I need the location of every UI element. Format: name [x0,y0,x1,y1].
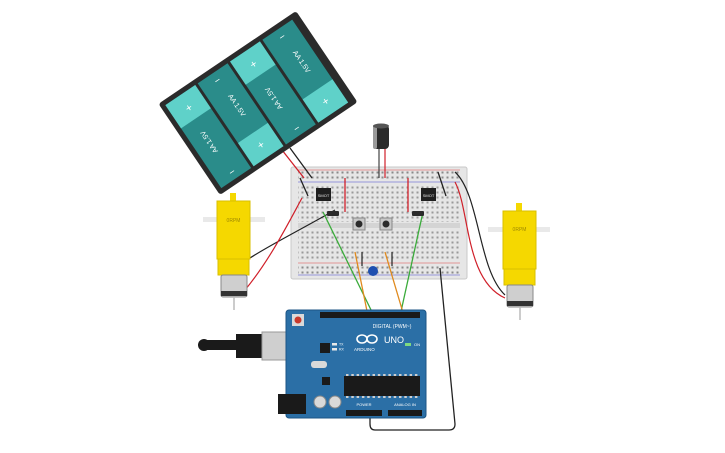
power-jack[interactable] [278,394,306,414]
wires [244,147,506,431]
analog-header[interactable] [388,410,422,416]
wire-right-motor-black[interactable] [454,171,506,296]
wire-green-right[interactable] [399,211,424,317]
battery-cell: +−AA 1.5V [262,19,349,123]
atmega-chip [344,376,420,396]
breadboard-terminal-bottom[interactable] [298,229,460,259]
digital-header-label: DIGITAL (PWM~) [373,324,412,330]
motor-right-label: 0RPM [513,227,527,233]
reset-button[interactable] [294,316,302,324]
battery-minus-sign: − [292,123,303,135]
uno-logo: UNO [384,335,404,345]
wire-green-left[interactable] [322,211,375,317]
pushbutton-left[interactable] [352,217,366,231]
chip-right-label: SMOT [423,193,435,198]
wire-ground-loop[interactable] [369,267,456,431]
arduino-brand: ARDUINO [354,347,375,352]
analog-header-label: ANALOG IN [394,402,416,407]
motor-left-label: 0RPM [227,218,241,224]
arduino-logo [356,334,378,344]
wire-orange-right[interactable] [384,251,405,317]
blue-led[interactable] [368,266,378,276]
chip-left-label: SMOT [318,193,330,198]
power-header[interactable] [346,410,382,416]
battery-cell: +−AA 1.5V [165,85,252,189]
capacitor[interactable] [373,123,389,150]
breadboard[interactable] [290,166,468,280]
on-led [405,343,411,346]
tx-label: TX [339,343,344,347]
motor-left[interactable]: 0RPM [203,193,265,310]
wire-left-motor-red[interactable] [244,197,303,291]
battery-cell: +−AA 1.5V [197,63,284,167]
battery-minus-sign: − [227,166,238,178]
digital-header[interactable] [320,312,420,318]
battery-minus-sign: − [212,75,223,87]
wire-right-motor-red[interactable] [454,181,506,299]
power-header-label: POWER [356,402,371,407]
chip-right[interactable]: SMOT [421,188,436,201]
wire-battery-negative[interactable] [289,147,313,179]
resistor-right[interactable] [412,211,424,216]
on-label: ON [414,342,420,347]
wire-battery-positive[interactable] [281,149,305,179]
battery-pack[interactable]: +−AA 1.5V+−AA 1.5V+−AA 1.5V+−AA 1.5V [158,11,357,195]
resistor-left[interactable] [327,211,339,216]
breadboard-bottom-rail[interactable] [298,264,460,274]
wire-orange-left[interactable] [354,251,369,317]
arduino-uno[interactable]: DIGITAL (PWM~) UNO ARDUINO ON TX RX POWE… [198,309,427,419]
battery-minus-sign: − [277,31,288,43]
pushbutton-right[interactable] [379,217,393,231]
chip-left[interactable]: SMOT [316,188,331,201]
battery-cell: +−AA 1.5V [230,41,316,145]
motor-right[interactable]: 0RPM [488,203,550,320]
rx-label: RX [339,348,345,352]
